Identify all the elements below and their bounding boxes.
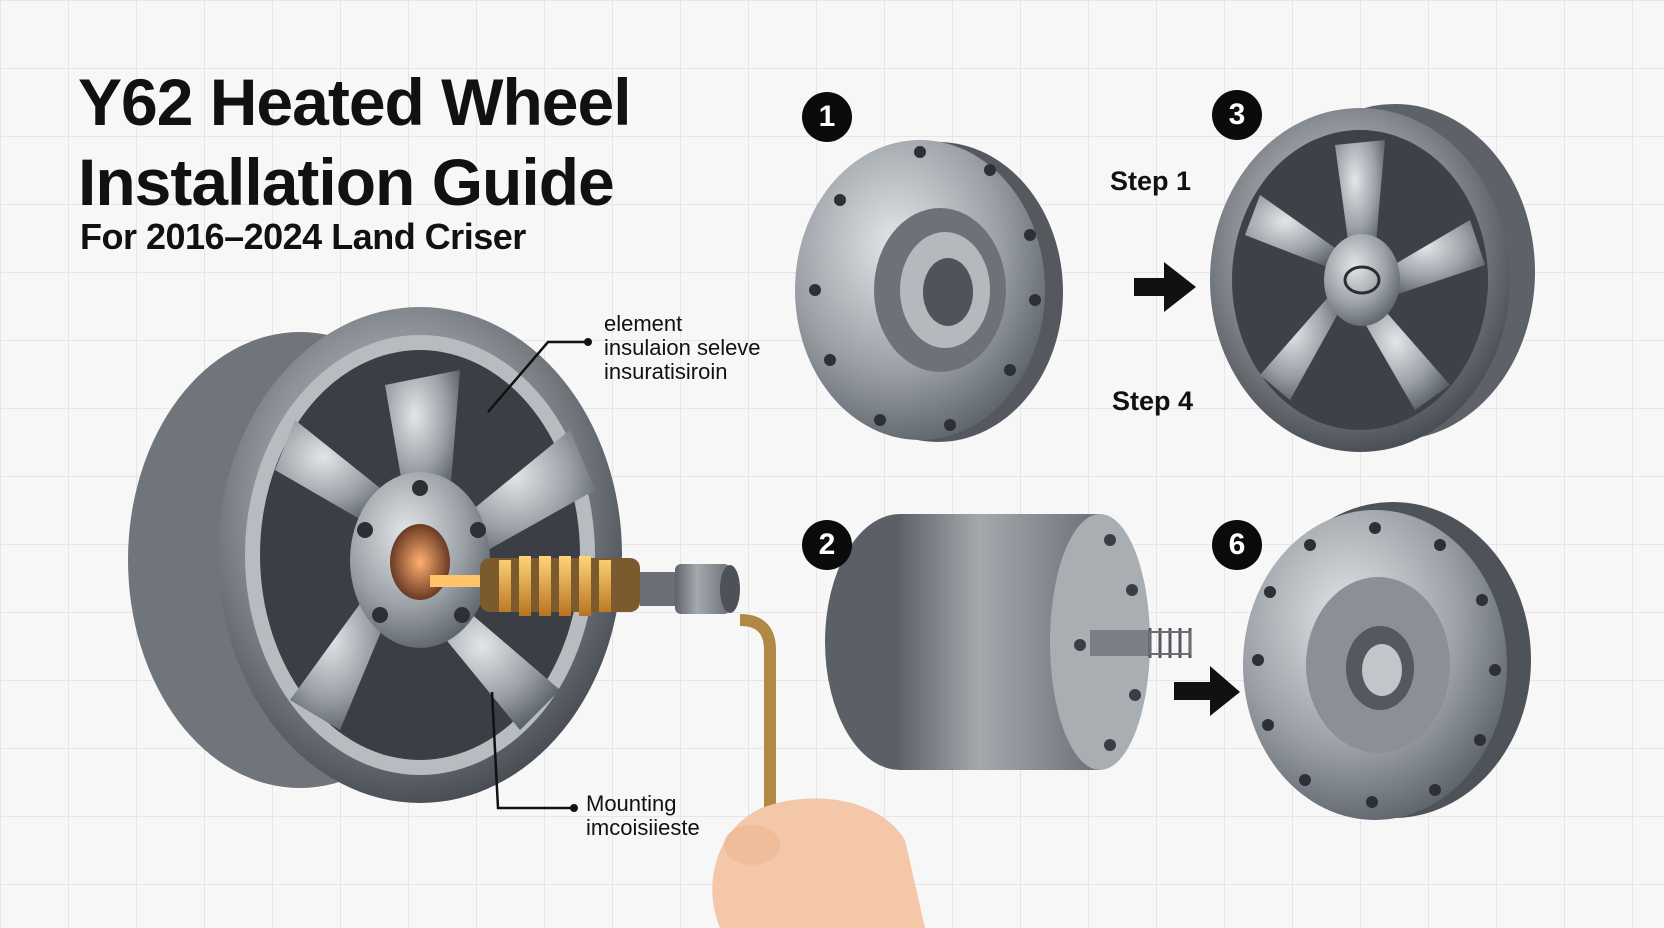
callout-leaders [487, 340, 588, 810]
callout-line: element [604, 311, 683, 336]
step-badge-1: 1 [802, 92, 852, 142]
heated-center [390, 524, 450, 600]
callout-line: imcoisiieste [586, 815, 700, 840]
page-subtitle: For 2016–2024 Land Criser [80, 216, 526, 257]
step-badge-2: 2 [802, 520, 852, 570]
arrow-right-icon [1174, 666, 1240, 716]
step-badge-3: 3 [1212, 90, 1262, 140]
flange-bolt-holes [809, 146, 1041, 431]
heating-coil [499, 556, 611, 616]
alloy-wheel-illustration [1210, 104, 1535, 452]
callout-line: insuratisiroin [604, 359, 728, 384]
hub-bolts [1252, 522, 1501, 808]
heating-element-illustration [430, 556, 776, 900]
bolted-hub-illustration [1243, 502, 1531, 820]
step-label-4: Step 4 [1112, 386, 1194, 416]
heated-wheel-illustration [128, 307, 622, 803]
step-badge-6: 6 [1212, 520, 1262, 570]
callout-line: insulaion selеve [604, 335, 761, 360]
arrow-right-icon [1134, 262, 1196, 312]
flange-plate-illustration [795, 140, 1063, 442]
hand-illustration [712, 798, 925, 928]
toyota-logo-icon [1343, 265, 1381, 295]
page-title: Y62 Heated Wheel Installation Guide [78, 62, 632, 222]
callout-mounting: Mounting imcoisiieste [586, 792, 700, 840]
callout-element-insulation: element insulaion selеve insuratisiroin [604, 312, 761, 384]
cylinder-bolts [1074, 534, 1141, 751]
heater-cylinder-illustration [825, 514, 1192, 770]
step-label-1: Step 1 [1110, 166, 1192, 196]
heating-lead-wire [739, 614, 776, 900]
title-line-2: Installation Guide [78, 145, 615, 219]
title-line-1: Y62 Heated Wheel [78, 65, 632, 139]
wheel-spokes [275, 370, 595, 730]
callout-line: Mounting [586, 791, 677, 816]
lug-nuts [357, 480, 486, 623]
